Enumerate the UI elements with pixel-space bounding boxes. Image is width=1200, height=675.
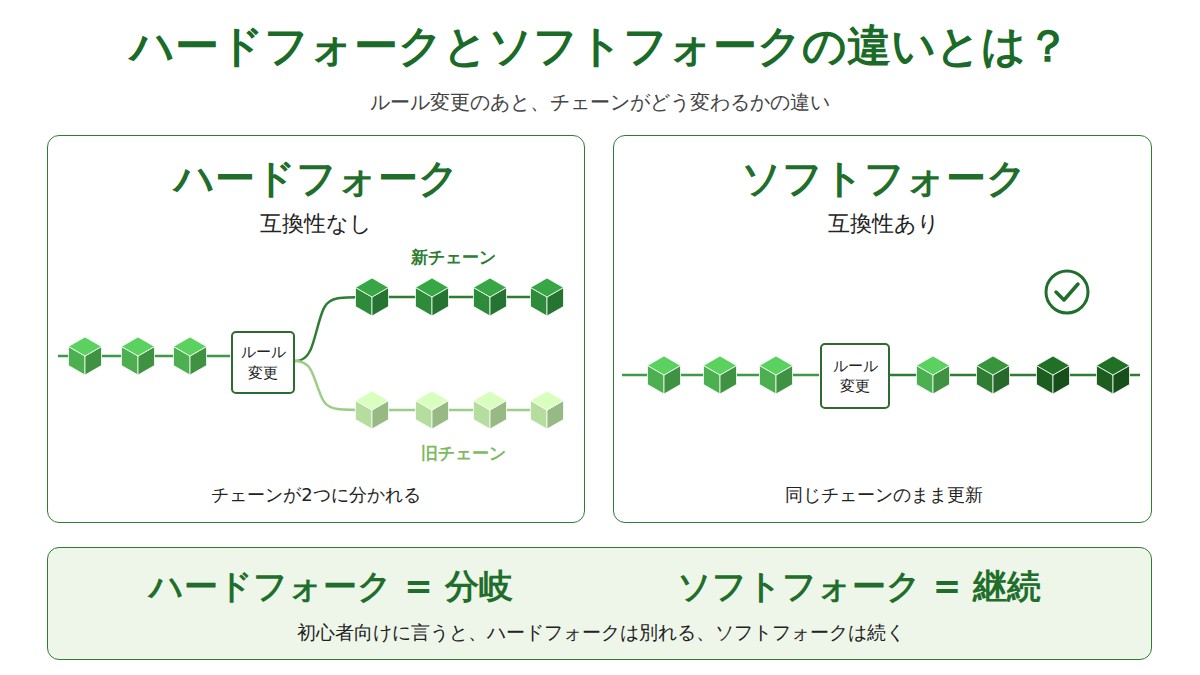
panel-text: ソフトフォーク = 継続: [589, 566, 1129, 607]
block-cube: [1096, 356, 1129, 394]
panel-text: チェーンが2つに分かれる: [76, 484, 556, 506]
chain-label: 旧チェーン: [383, 443, 543, 463]
block-cube: [530, 278, 563, 316]
block-cube: [355, 278, 388, 316]
block-cube: [647, 356, 680, 394]
box-label: ルール 変更: [826, 356, 884, 397]
panel-text: 初心者向けに言うと、ハードフォークは別れる、ソフトフォークは続く: [56, 621, 1146, 644]
block-cube: [415, 391, 448, 429]
panel-text: 互換性あり: [684, 211, 1084, 237]
panel-text: 同じチェーンのまま更新: [644, 484, 1124, 506]
rule-change-box: ルール 変更: [231, 331, 295, 394]
panel-text: 互換性なし: [116, 211, 516, 237]
fork-panel: ルール 変更 ハードフォーク互換性なしチェーンが2つに分かれる: [47, 135, 585, 523]
block-cube: [759, 356, 792, 394]
block-cube: [1036, 356, 1069, 394]
block-cube: [173, 337, 206, 375]
block-cube: [976, 356, 1009, 394]
rule-change-box: ルール 変更: [820, 343, 890, 409]
subtitle: ルール変更のあと、チェーンがどう変わるかの違い: [150, 90, 1050, 114]
block-cube: [415, 278, 448, 316]
title: ハードフォークとソフトフォークの違いとは？: [20, 20, 1180, 73]
block-cube: [355, 391, 388, 429]
check-icon: [1046, 271, 1088, 313]
box-label: ルール 変更: [237, 342, 289, 383]
chain-line: [292, 361, 560, 410]
block-cube: [473, 278, 506, 316]
panel-text: ハードフォーク = 分岐: [61, 566, 601, 607]
chain-label: 新チェーン: [373, 247, 533, 267]
panel-text: ソフトフォーク: [624, 154, 1144, 202]
block-cube: [530, 391, 563, 429]
summary-band: ハードフォーク = 分岐ソフトフォーク = 継続初心者向けに言うと、ハードフォー…: [47, 547, 1152, 660]
fork-panel: ルール 変更 ソフトフォーク互換性あり同じチェーンのまま更新: [613, 135, 1152, 523]
block-cube: [916, 356, 949, 394]
block-cube: [703, 356, 736, 394]
block-cube: [68, 337, 101, 375]
block-cube: [121, 337, 154, 375]
panel-text: ハードフォーク: [56, 154, 576, 202]
block-cube: [473, 391, 506, 429]
